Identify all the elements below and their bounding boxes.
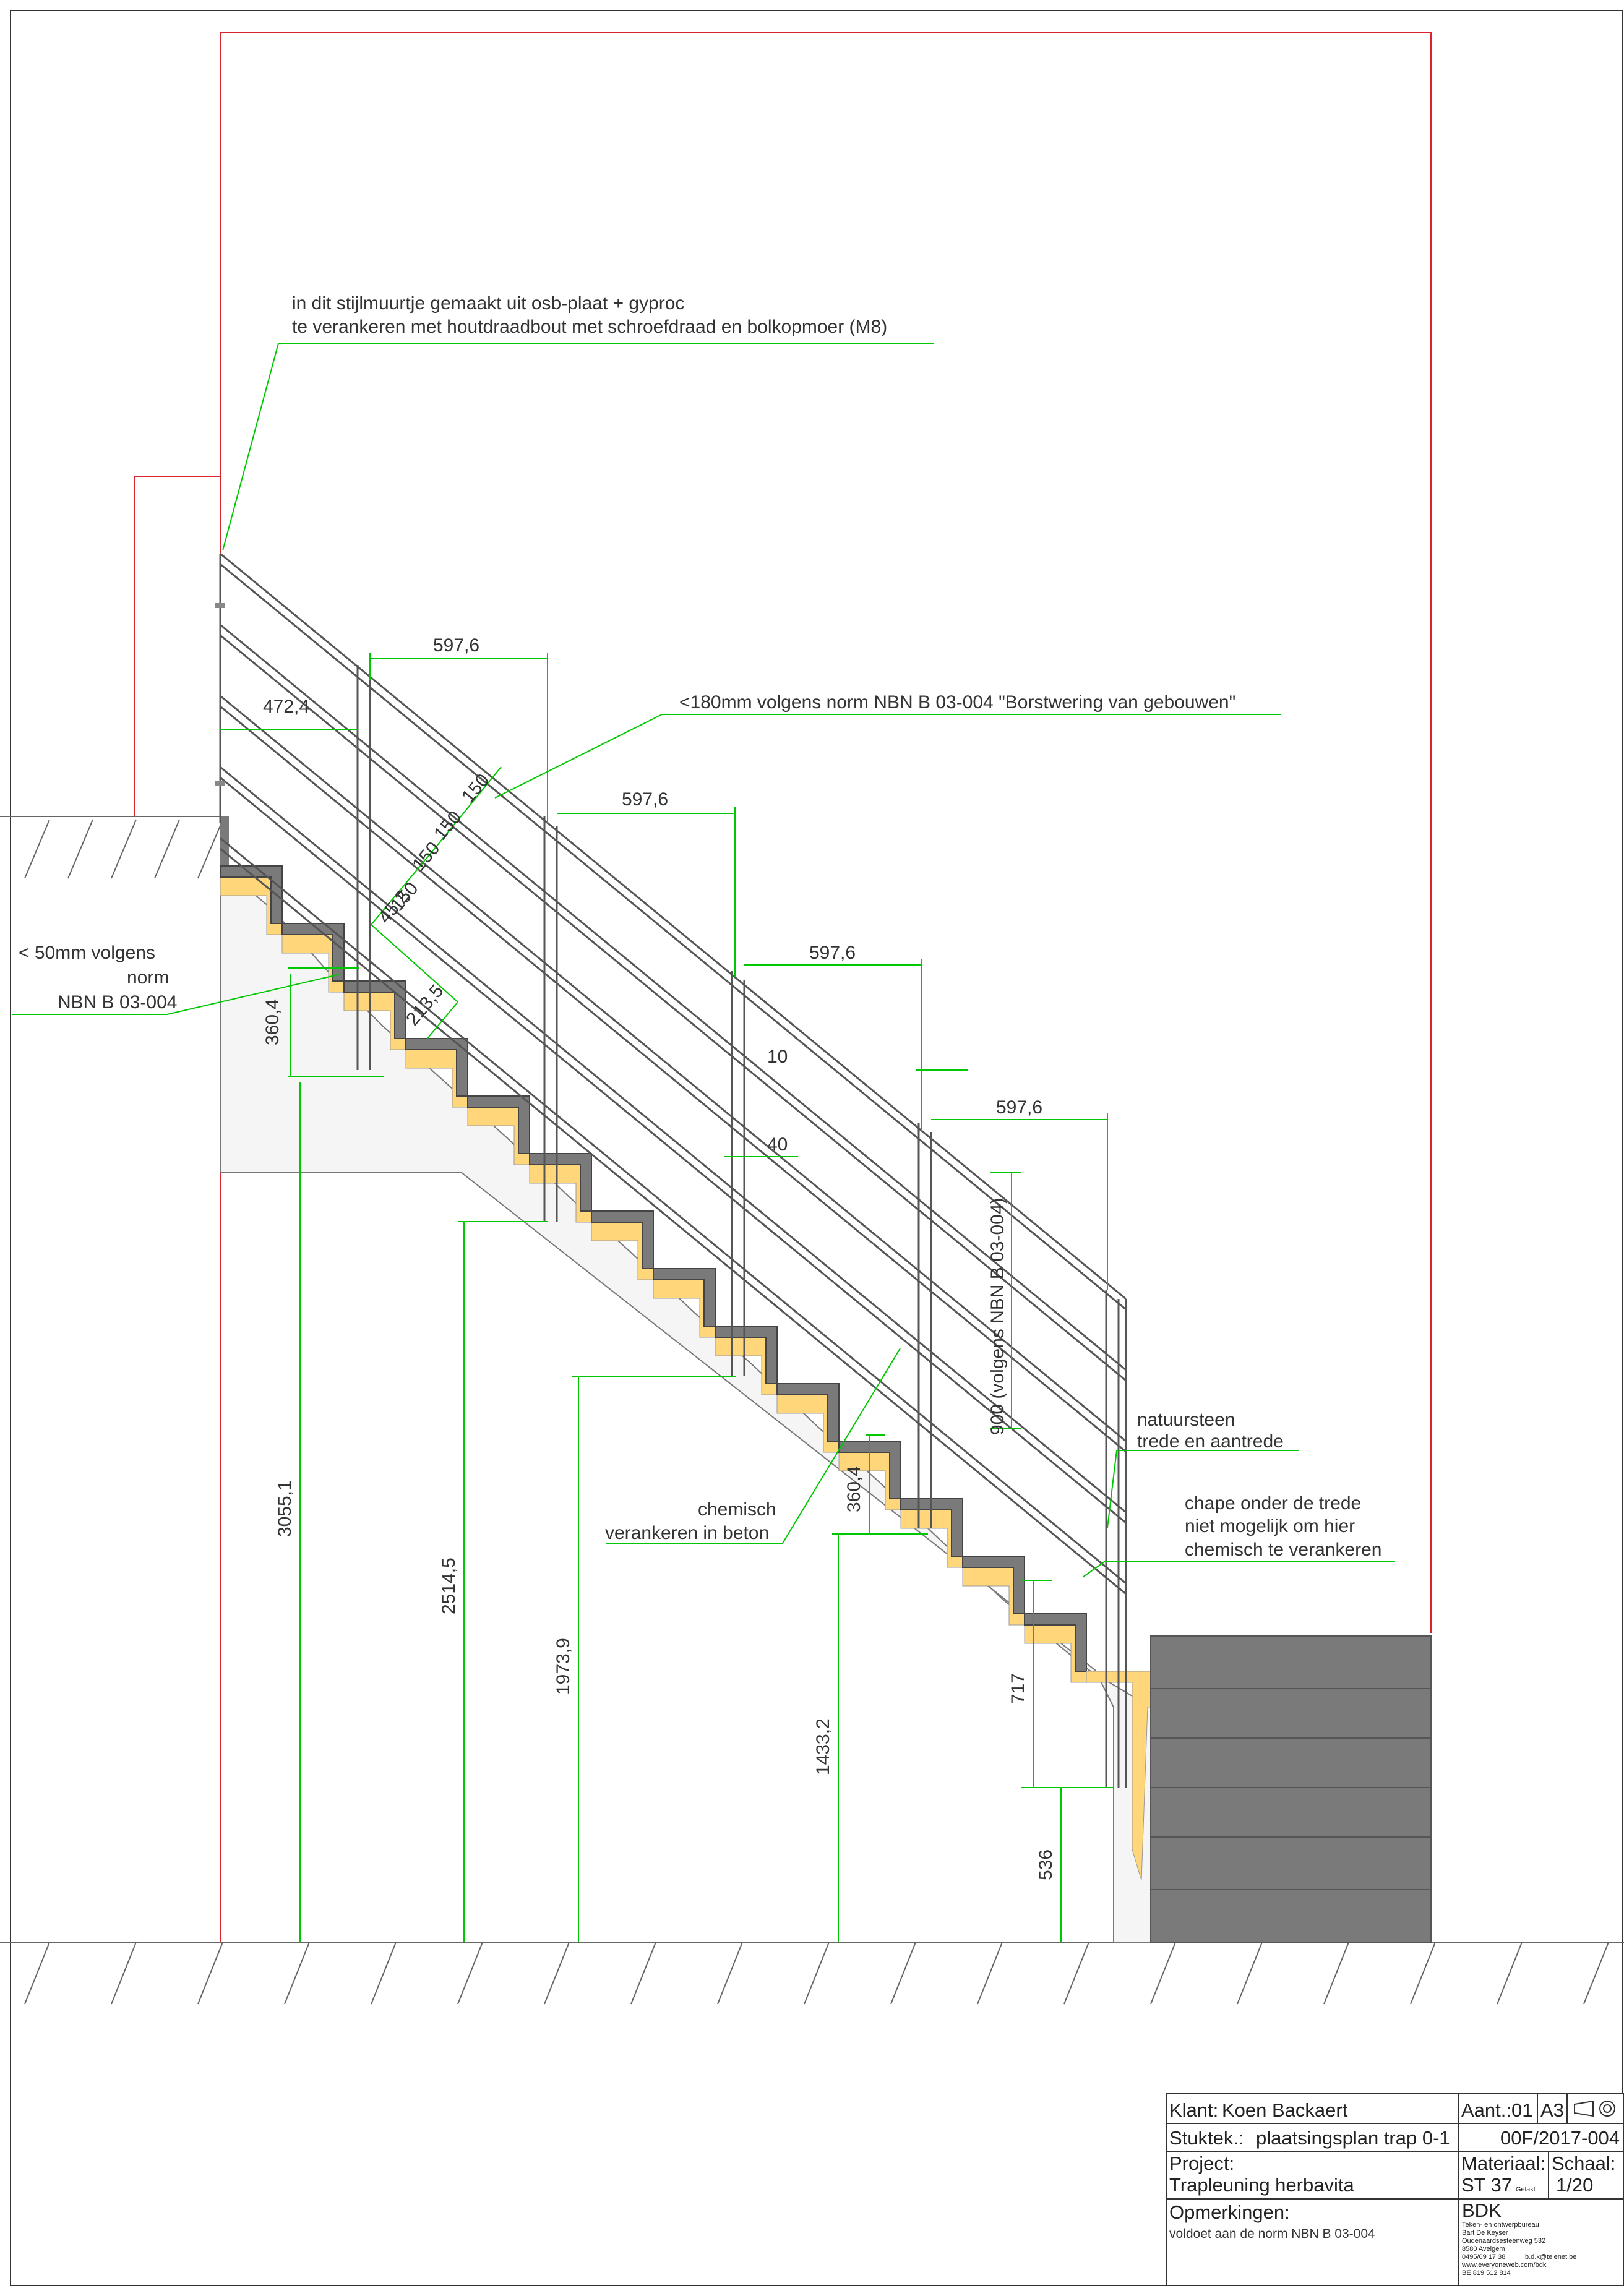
tb-project-label: Project: [1169,2152,1234,2174]
tb-format: A3 [1540,2099,1564,2121]
tb-materiaal-label: Materiaal: [1461,2152,1545,2174]
dim-rail-gap-1: 150 [458,770,493,807]
tb-schaal-label: Schaal: [1552,2152,1615,2174]
dim-wall-to-post: 472,4 [263,696,309,717]
dim-height-3055: 3055,1 [275,1480,295,1537]
title-block [1166,2093,1624,2286]
tb-company-l3: Oudenaardsesteenweg 532 [1462,2237,1545,2245]
note-gap-norm-3: NBN B 03-004 [58,992,177,1013]
stone-tread [776,1383,840,1442]
dimension-labels: 597,6 597,6 597,6 597,6 472,4 10 40 150 … [262,635,1056,1880]
note-chape-3: chemisch te verankeren [1185,1540,1382,1560]
note-wall-anchor-1: in dit stijlmuurtje gemaakt uit osb-plaa… [292,293,684,314]
tb-company-l6: b.d.k@telenet.be [1525,2253,1576,2261]
tb-company-l5: 0495/69 17 38 [1462,2253,1505,2261]
tb-stuktek-label: Stuktek.: [1169,2127,1244,2149]
stone-tread [467,1095,530,1154]
stone-tread [405,1038,468,1097]
dim-post-spacing-3: 597,6 [809,943,856,963]
railing-rails [220,552,1127,1595]
tb-opm-label: Opmerkingen: [1169,2201,1290,2223]
stone-tread [220,865,283,924]
dim-rail-height: 900 (volgens NBN B 03-004) [987,1197,1008,1435]
sheet-frame [10,10,1623,2286]
note-chape-1: chape onder de trede [1185,1493,1361,1514]
dim-post-len-lower: 360,4 [844,1466,864,1512]
tb-aant: Aant.:01 [1461,2099,1532,2121]
tb-materiaal-note: Gelakt [1516,2186,1536,2193]
tb-company-l1: Teken- en ontwerpbureau [1462,2221,1539,2229]
tb-stuktek-value: plaatsingsplan trap 0-1 [1256,2127,1450,2149]
note-baluster-norm: <180mm volgens norm NBN B 03-004 "Borstw… [679,692,1235,713]
leader-lines [12,343,1395,1578]
stone-tread [591,1210,654,1269]
dim-post-width: 40 [767,1134,788,1155]
ground-upper [0,816,221,879]
dim-post-spacing-4: 597,6 [996,1097,1042,1118]
dim-post-spacing-2: 597,6 [622,789,668,810]
dim-height-536: 536 [1036,1849,1056,1880]
tb-opm-value: voldoet aan de norm NBN B 03-004 [1169,2227,1375,2241]
tb-ref: 00F/2017-004 [1500,2127,1620,2149]
note-gap-norm-1: < 50mm volgens [19,943,155,963]
note-stone-2: trede en aantrede [1137,1431,1284,1452]
tb-company-l8: BE 819 512 814 [1462,2269,1511,2277]
note-chem-1: chemisch [698,1499,776,1520]
note-gap-norm-2: norm [127,967,169,988]
landing-block [1150,1635,1432,1943]
stone-tread [715,1326,778,1384]
note-chape-2: niet mogelijk om hier [1185,1516,1355,1536]
tb-schaal-value: 1/20 [1556,2174,1593,2196]
dim-plate-width: 10 [767,1047,788,1067]
tb-company-l7: www.everyoneweb.com/bdk [1461,2261,1547,2269]
stone-tread [653,1268,716,1327]
railing-posts [219,554,1127,1788]
tb-company: BDK [1462,2200,1502,2221]
tb-project-value: Trapleuning herbavita [1169,2174,1354,2196]
tb-klant-value: Koen Backaert [1222,2099,1348,2121]
title-block-text: Klant: Koen Backaert Aant.:01 A3 Stuktek… [1169,2099,1620,2277]
dimension-lines [220,653,1114,1942]
tb-klant-label: Klant: [1169,2099,1218,2121]
dim-height-1433: 1433,2 [813,1718,833,1775]
dim-post-spacing-1: 597,6 [433,635,479,656]
dim-height-1973: 1973,9 [553,1638,574,1695]
tb-materiaal-value: ST 37 [1461,2174,1512,2196]
note-wall-anchor-2: te verankeren met houtdraadbout met schr… [292,317,887,337]
note-stone-1: natuursteen [1137,1410,1235,1430]
dim-post-len-upper: 360,4 [262,999,283,1045]
wall-brackets [215,603,225,786]
dim-height-717: 717 [1008,1673,1028,1704]
stair-steps [220,816,1158,1881]
note-chem-2: verankeren in beton [605,1523,769,1543]
annotations: in dit stijlmuurtje gemaakt uit osb-plaa… [19,293,1382,1560]
tb-company-l4: 8580 Avelgem [1462,2245,1505,2253]
stone-tread [838,1441,901,1499]
stone-tread [962,1556,1025,1614]
tb-company-l2: Bart De Keyser [1462,2229,1508,2237]
stone-tread [900,1498,963,1557]
stone-tread [1024,1613,1087,1672]
dim-height-2514: 2514,5 [439,1557,459,1614]
ground-lower [0,1942,1624,2005]
